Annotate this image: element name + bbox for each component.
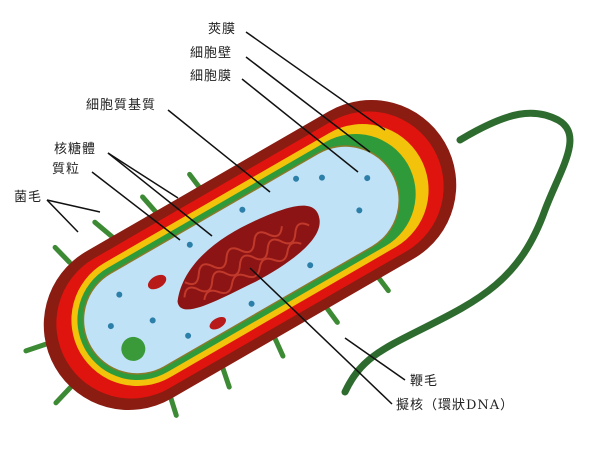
dna-coils xyxy=(183,222,310,301)
pili xyxy=(23,171,391,418)
label-cell-wall: 細胞壁 xyxy=(190,46,233,61)
ribosomes xyxy=(107,174,371,339)
label-cell-membrane: 細胞膜 xyxy=(190,69,233,84)
plasmid xyxy=(209,316,226,330)
label-pili: 菌毛 xyxy=(14,190,43,205)
label-flagellum: 鞭毛 xyxy=(410,374,439,389)
label-nucleoid: 擬核（環狀DNA） xyxy=(396,398,515,413)
plasmid xyxy=(147,274,167,290)
nucleoid xyxy=(177,205,320,310)
label-plasmid: 質粒 xyxy=(52,162,81,177)
leader-lines xyxy=(46,31,406,405)
label-cytoplasm: 細胞質基質 xyxy=(86,98,157,113)
label-capsule: 莢膜 xyxy=(208,22,237,37)
storage-granule xyxy=(121,336,146,361)
flagellum xyxy=(341,109,574,396)
label-ribosome: 核糖體 xyxy=(54,142,97,157)
